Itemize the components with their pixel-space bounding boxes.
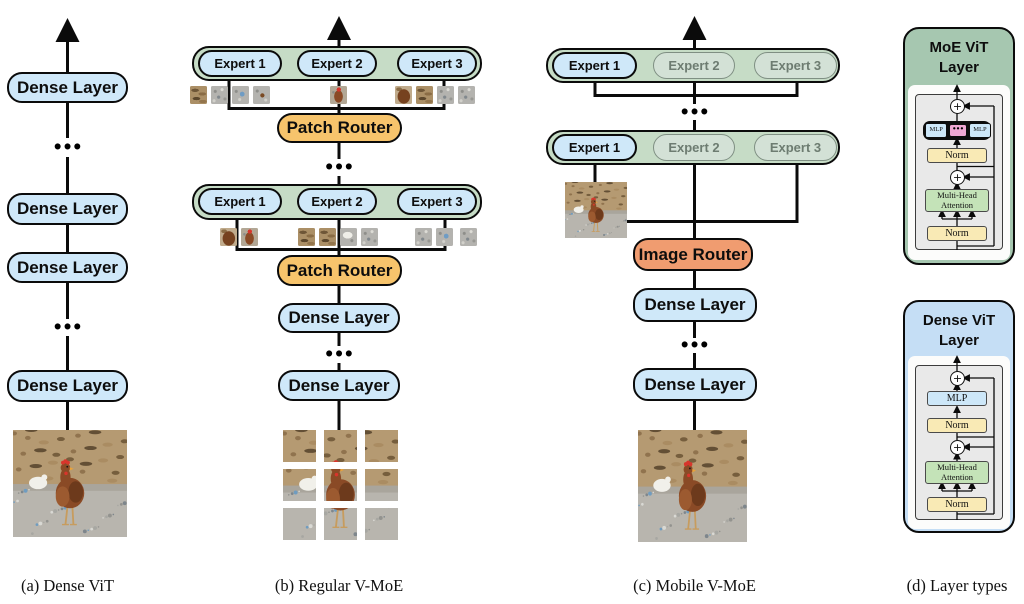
patch-thumbnail-wood xyxy=(416,86,433,104)
expert-box-active: Expert 1 xyxy=(552,52,637,79)
image-patch-cell xyxy=(324,508,357,540)
residual-add-icon: + xyxy=(950,170,965,185)
mlp-box: MLP xyxy=(927,391,987,406)
residual-add-icon: + xyxy=(950,99,965,114)
dense-vit-layer-title: Dense ViT Layer xyxy=(922,312,996,349)
ellipsis-dots: ••• xyxy=(325,155,356,179)
expert-box: Expert 3 xyxy=(397,188,477,215)
chicken-photo xyxy=(365,508,398,540)
multi-head-attention-box: Multi-Head Attention xyxy=(925,189,989,212)
patch-thumbnail-wood xyxy=(298,228,315,246)
expert-ellipsis: ••• xyxy=(948,124,968,137)
norm-box: Norm xyxy=(927,497,987,512)
chicken-photo xyxy=(565,182,627,238)
norm-box: Norm xyxy=(927,226,987,241)
patch-thumbnail-gravel-white xyxy=(340,228,357,246)
mlp-expert-box: MLP xyxy=(968,123,992,138)
caption-b: (b) Regular V-MoE xyxy=(274,576,404,595)
dense-layer-box: Dense Layer xyxy=(633,288,757,322)
moe-vit-layer-title: MoE ViT Layer xyxy=(929,39,989,76)
image-patch-cell xyxy=(283,508,316,540)
ellipsis-dots: ••• xyxy=(53,135,84,159)
expert-box: Expert 2 xyxy=(297,188,377,215)
ellipsis-dots: ••• xyxy=(53,315,84,339)
multi-head-attention-box: Multi-Head Attention xyxy=(925,461,989,484)
patch-thumbnail-gravel xyxy=(211,86,228,104)
dense-layer-box: Dense Layer xyxy=(633,368,757,401)
norm-box: Norm xyxy=(927,418,987,433)
caption-d: (d) Layer types xyxy=(906,576,1008,595)
expert-box-inactive: Expert 2 xyxy=(653,52,735,79)
expert-box: Expert 1 xyxy=(198,50,282,77)
patch-thumbnail-chicken xyxy=(241,228,258,246)
dense-layer-box: Dense Layer xyxy=(278,370,400,401)
dense-layer-box: Dense Layer xyxy=(278,303,400,333)
expert-box: Expert 2 xyxy=(297,50,377,77)
residual-add-icon: + xyxy=(950,370,965,386)
patch-thumbnail-brown xyxy=(395,86,412,104)
dense-layer-box: Dense Layer xyxy=(7,72,128,103)
patch-thumbnail-gravel-blue xyxy=(232,86,249,104)
dense-layer-box: Dense Layer xyxy=(7,193,128,225)
chicken-photo xyxy=(324,508,357,540)
chicken-routed-image xyxy=(565,182,627,238)
patch-thumbnail-wood xyxy=(319,228,336,246)
expert-box: Expert 1 xyxy=(198,188,282,215)
image-patch-cell xyxy=(365,469,398,501)
patch-thumbnail-gravel xyxy=(437,86,454,104)
expert-box-active: Expert 1 xyxy=(552,134,637,161)
expert-box-inactive: Expert 2 xyxy=(653,134,735,161)
patch-thumbnail-wood xyxy=(190,86,207,104)
ellipsis-dots: ••• xyxy=(680,333,711,357)
moe-expert-mlp-block: MLP ••• MLP xyxy=(923,121,992,140)
patch-thumbnail-gravel xyxy=(361,228,378,246)
mlp-expert-box: MLP xyxy=(925,123,948,138)
caption-a: (a) Dense ViT xyxy=(20,576,115,595)
image-patch-cell xyxy=(324,469,357,501)
patch-thumbnail-gravel-blue xyxy=(436,228,453,246)
chicken-photo xyxy=(638,430,747,542)
chicken-input-image xyxy=(13,430,127,537)
image-patch-cell xyxy=(324,430,357,462)
norm-box: Norm xyxy=(927,148,987,163)
ellipsis-dots: ••• xyxy=(325,342,356,366)
chicken-photo xyxy=(283,508,316,540)
image-router-box: Image Router xyxy=(633,238,753,271)
chicken-photo xyxy=(365,430,398,462)
patch-thumbnail-chicken xyxy=(330,86,347,104)
patch-thumbnail-gravel xyxy=(415,228,432,246)
dense-layer-box: Dense Layer xyxy=(7,252,128,283)
patch-router-box: Patch Router xyxy=(277,255,402,286)
expert-box-inactive: Expert 3 xyxy=(754,134,837,161)
image-patch-cell xyxy=(365,508,398,540)
image-patch-cell xyxy=(283,430,316,462)
chicken-photo xyxy=(283,469,316,501)
residual-add-icon: + xyxy=(950,439,965,455)
caption-c: (c) Mobile V-MoE xyxy=(633,576,756,595)
chicken-photo xyxy=(365,469,398,501)
chicken-photo xyxy=(283,430,316,462)
chicken-photo xyxy=(13,430,127,537)
patch-thumbnail-gravel xyxy=(460,228,477,246)
chicken-photo xyxy=(324,469,357,501)
patch-thumbnail-gravel xyxy=(458,86,475,104)
patch-router-box: Patch Router xyxy=(277,113,402,143)
image-patch-cell xyxy=(365,430,398,462)
chicken-input-image xyxy=(638,430,747,542)
patchified-input-image xyxy=(283,430,398,540)
ellipsis-dots: ••• xyxy=(680,100,711,124)
image-patch-cell xyxy=(283,469,316,501)
patch-thumbnail-gravel-brown xyxy=(253,86,270,104)
chicken-photo xyxy=(324,430,357,462)
expert-box-inactive: Expert 3 xyxy=(754,52,837,79)
patch-thumbnail-brown xyxy=(220,228,237,246)
dense-layer-box: Dense Layer xyxy=(7,370,128,402)
expert-box: Expert 3 xyxy=(397,50,477,77)
